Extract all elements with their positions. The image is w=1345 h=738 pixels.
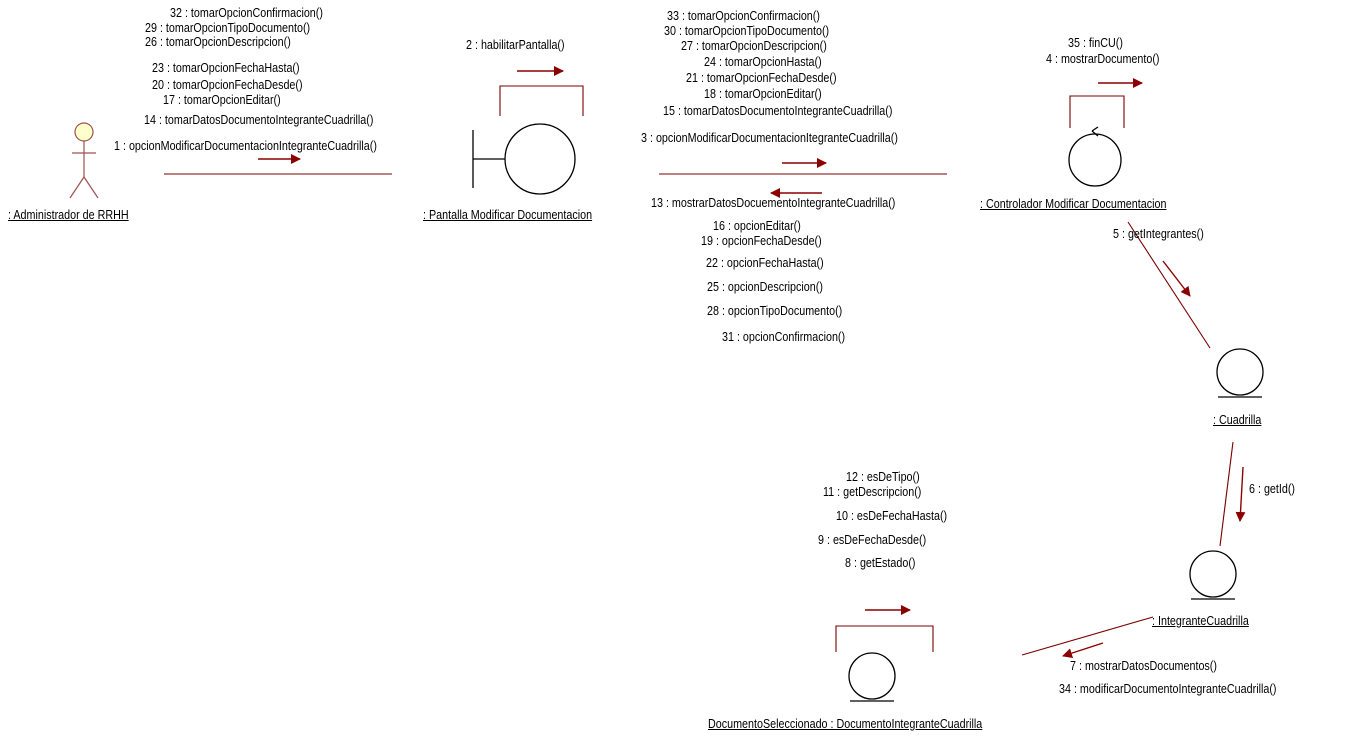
- message-label: 24 : tomarOpcionHasta(): [704, 55, 822, 69]
- message-label: 30 : tomarOpcionTipoDocumento(): [664, 24, 830, 38]
- message-label: 11 : getDescripcion(): [823, 485, 922, 499]
- entity-icon-documento[interactable]: [848, 652, 896, 702]
- boundary-icon[interactable]: [472, 123, 576, 195]
- message-label: 17 : tomarOpcionEditar(): [163, 93, 281, 107]
- message-label: 22 : opcionFechaHasta(): [706, 256, 824, 270]
- message-label: 5 : getIntegrantes(): [1113, 227, 1204, 241]
- arrow-controlador-to-cuadrilla: [1162, 260, 1191, 297]
- self-link-pantalla[interactable]: [499, 85, 584, 116]
- link-controlador-cuadrilla[interactable]: [1127, 221, 1211, 349]
- message-label: 6 : getId(): [1249, 482, 1296, 496]
- message-label: 33 : tomarOpcionConfirmacion(): [667, 9, 820, 23]
- object-label-pantalla[interactable]: : Pantalla Modificar Documentacion: [423, 208, 593, 222]
- self-link-controlador[interactable]: [1069, 95, 1125, 128]
- message-label: 26 : tomarOpcionDescripcion(): [145, 35, 291, 49]
- object-label-integrante[interactable]: : IntegranteCuadrilla: [1152, 614, 1249, 628]
- message-label: 28 : opcionTipoDocumento(): [707, 304, 843, 318]
- object-label-documento[interactable]: DocumentoSeleccionado : DocumentoIntegra…: [708, 717, 983, 731]
- message-label: 25 : opcionDescripcion(): [707, 280, 823, 294]
- message-label: 34 : modificarDocumentoIntegranteCuadril…: [1059, 682, 1277, 696]
- message-label: 32 : tomarOpcionConfirmacion(): [170, 6, 323, 20]
- link-cuadrilla-integrante[interactable]: [1219, 441, 1234, 547]
- message-label: 23 : tomarOpcionFechaHasta(): [152, 61, 300, 75]
- message-label: 8 : getEstado(): [845, 556, 916, 570]
- message-label: 19 : opcionFechaDesde(): [701, 234, 822, 248]
- message-label: 27 : tomarOpcionDescripcion(): [681, 39, 827, 53]
- message-label: 7 : mostrarDatosDocumentos(): [1070, 659, 1217, 673]
- control-icon[interactable]: [1068, 126, 1122, 187]
- message-label: 2 : habilitarPantalla(): [466, 38, 565, 52]
- message-label: 3 : opcionModificarDocumentacionItegrant…: [641, 131, 898, 145]
- message-label: 31 : opcionConfirmacion(): [722, 330, 846, 344]
- link-integrante-documento[interactable]: [1021, 616, 1154, 656]
- message-label: 4 : mostrarDocumento(): [1046, 52, 1160, 66]
- message-label: 20 : tomarOpcionFechaDesde(): [152, 78, 303, 92]
- self-link-documento[interactable]: [835, 625, 934, 652]
- message-label: 16 : opcionEditar(): [713, 219, 801, 233]
- message-label: 9 : esDeFechaDesde(): [818, 533, 927, 547]
- arrow-cuadrilla-to-integrante: [1235, 466, 1246, 522]
- message-label: 13 : mostrarDatosDocuementoIntegranteCua…: [651, 196, 896, 210]
- message-label: 29 : tomarOpcionTipoDocumento(): [145, 21, 311, 35]
- object-label-admin[interactable]: : Administrador de RRHH: [8, 208, 129, 222]
- message-label: 12 : esDeTipo(): [846, 470, 920, 484]
- message-label: 15 : tomarDatosDocumentoIntegranteCuadri…: [663, 104, 893, 118]
- actor-icon[interactable]: [69, 122, 99, 199]
- entity-icon-integrante[interactable]: [1189, 550, 1237, 600]
- arrow-integrante-to-documento: [1062, 642, 1104, 658]
- message-label: 14 : tomarDatosDocumentoIntegranteCuadri…: [144, 113, 374, 127]
- message-label: 1 : opcionModificarDocumentacionIntegran…: [114, 139, 377, 153]
- message-label: 21 : tomarOpcionFechaDesde(): [686, 71, 837, 85]
- object-label-cuadrilla[interactable]: : Cuadrilla: [1213, 413, 1262, 427]
- object-label-controlador[interactable]: : Controlador Modificar Documentacion: [980, 197, 1167, 211]
- entity-icon-cuadrilla[interactable]: [1216, 348, 1264, 398]
- message-label: 18 : tomarOpcionEditar(): [704, 87, 822, 101]
- message-label: 10 : esDeFechaHasta(): [836, 509, 948, 523]
- message-label: 35 : finCU(): [1068, 36, 1123, 50]
